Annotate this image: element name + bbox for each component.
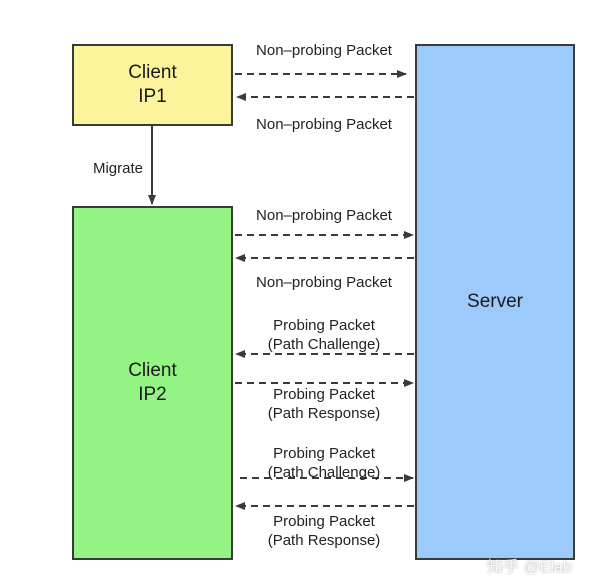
migrate-label: Migrate (92, 160, 144, 177)
client-ip1-box: Client IP1 (72, 44, 233, 126)
p2-label: Probing Packet (Path Response) (268, 385, 381, 423)
p3-label: Probing Packet (Path Challenge) (268, 444, 381, 482)
p1-label-line1: Probing Packet (273, 317, 375, 334)
p1-label-line2: (Path Challenge) (267, 336, 381, 353)
client-ip2-box: Client IP2 (72, 206, 233, 560)
p3-label-line2: (Path Challenge) (267, 464, 381, 481)
client-ip1-label-line1: Client (128, 62, 177, 84)
p2-label-line2: (Path Response) (267, 405, 381, 422)
np3-label: Non–probing Packet (256, 207, 392, 224)
client-ip1-label-line2: IP1 (138, 86, 167, 107)
p1-label: Probing Packet (Path Challenge) (268, 316, 381, 354)
p2-label-line1: Probing Packet (273, 386, 375, 403)
p4-label-line2: (Path Response) (267, 532, 381, 549)
np1-label: Non–probing Packet (256, 42, 392, 59)
np2-label: Non–probing Packet (256, 116, 392, 133)
np4-label: Non–probing Packet (256, 274, 392, 291)
watermark: 知乎 @Elab (487, 559, 572, 576)
server-label: Server (467, 291, 523, 313)
p3-label-line1: Probing Packet (273, 445, 375, 462)
client-ip2-label-line2: IP2 (138, 384, 167, 405)
server-box: Server (415, 44, 575, 560)
p4-label-line1: Probing Packet (273, 513, 375, 530)
p4-label: Probing Packet (Path Response) (268, 512, 381, 550)
client-ip2-label-line1: Client (128, 360, 177, 382)
